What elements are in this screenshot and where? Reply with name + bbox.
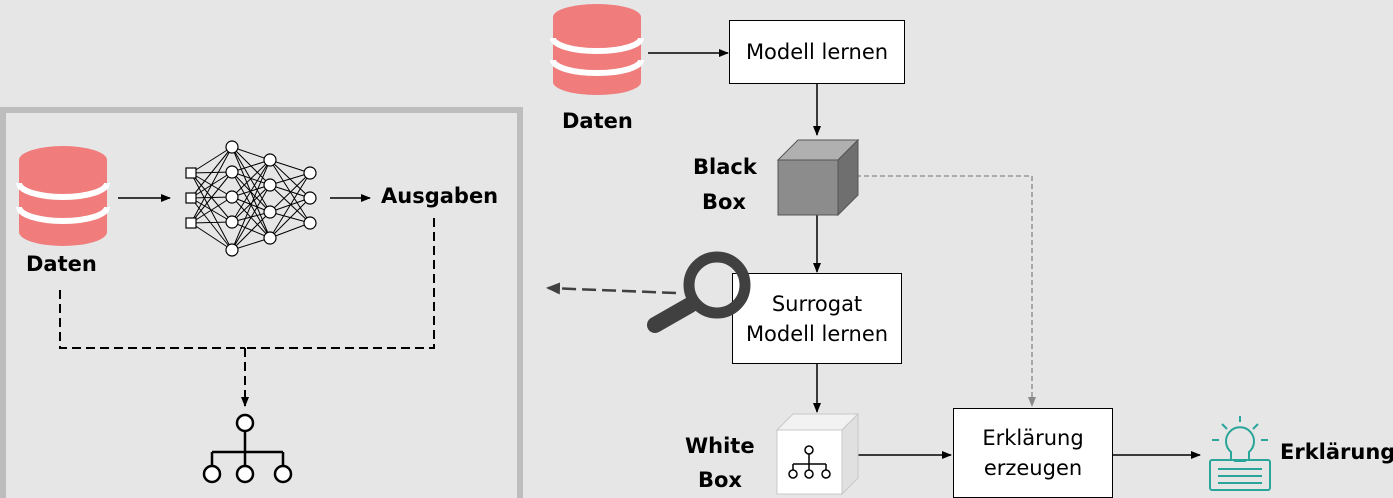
modell-lernen-box: Modell lernen (729, 20, 905, 84)
surrogat-label-line1: Surrogat (771, 291, 863, 316)
white-box-cube-icon (775, 412, 860, 496)
black-box-cube-icon (776, 138, 860, 217)
white-box-label-line1: White (685, 434, 755, 458)
dashed-arrow-blackbox-to-erklaerung (856, 175, 1036, 407)
dashed-arrow-to-panel (546, 282, 677, 295)
database-icon-left (16, 146, 110, 246)
black-box-label-line1: Black (693, 155, 757, 179)
decision-tree-icon-whitebox (788, 445, 831, 479)
erklaerung-result-label: Erklärung (1280, 440, 1393, 464)
black-box-label-line2: Box (702, 190, 746, 214)
daten-label-top: Daten (562, 109, 633, 133)
dashed-line-daten (59, 290, 245, 349)
magnifying-glass-icon (647, 251, 751, 333)
ausgaben-label: Ausgaben (381, 184, 499, 208)
neural-network-icon (185, 140, 317, 257)
lightbulb-idea-icon (1209, 416, 1271, 491)
erklaerung-erzeugen-box: Erklärung erzeugen (953, 408, 1113, 498)
modell-lernen-label: Modell lernen (745, 40, 889, 64)
dashed-line-ausgaben (245, 218, 435, 349)
erklaerung-label-line1: Erklärung (982, 426, 1084, 450)
decision-tree-icon-left (202, 413, 293, 484)
daten-label-left: Daten (26, 252, 97, 276)
white-box-label-line2: Box (698, 468, 742, 492)
database-icon-top (550, 4, 644, 95)
erklaerung-label-line2: erzeugen (983, 456, 1083, 480)
surrogat-label-line2: Modell lernen (745, 321, 889, 346)
surrogat-modell-box: Surrogat Modell lernen (732, 273, 902, 364)
